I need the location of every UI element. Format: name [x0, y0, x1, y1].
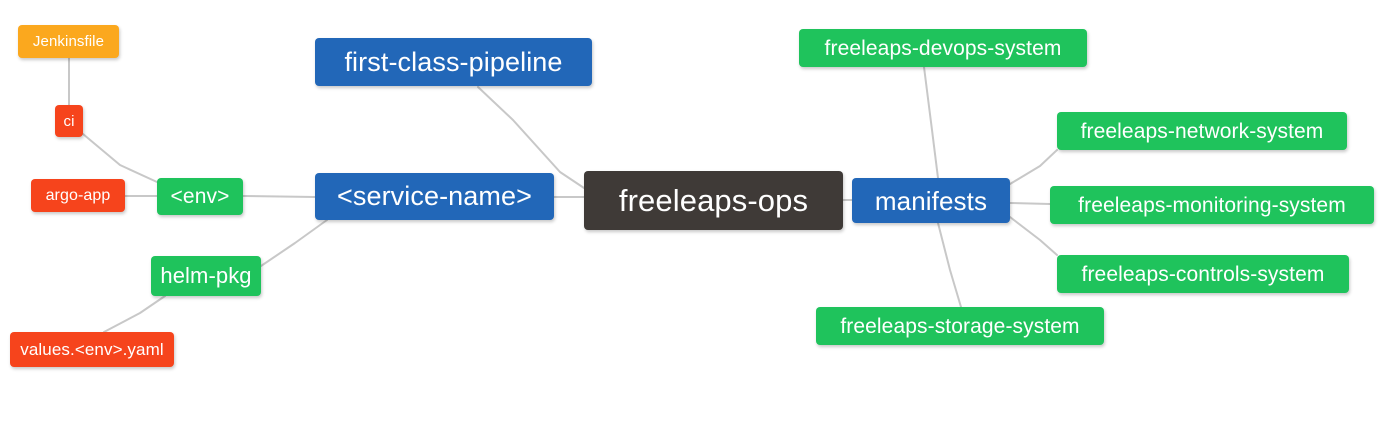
node-values-env-yaml[interactable]: values.<env>.yaml	[10, 332, 174, 367]
node-label: manifests	[874, 185, 988, 216]
node-freeleaps-ops[interactable]: freeleaps-ops	[584, 171, 843, 230]
node-freeleaps-monitoring-system[interactable]: freeleaps-monitoring-system	[1050, 186, 1374, 224]
edge-env-to-ci	[82, 133, 158, 183]
node-helm-pkg[interactable]: helm-pkg	[151, 256, 261, 296]
node-label: first-class-pipeline	[344, 46, 563, 77]
node-label: argo-app	[45, 186, 111, 204]
node-label: values.<env>.yaml	[20, 340, 164, 359]
node-label: helm-pkg	[160, 263, 252, 288]
node-label: freeleaps-ops	[618, 183, 809, 218]
edge-service-name-to-env	[242, 195, 316, 198]
node-service-name[interactable]: <service-name>	[315, 173, 554, 220]
edge-manifests-to-freeleaps-monitoring-system	[1009, 202, 1051, 205]
edge-manifests-to-freeleaps-controls-system	[1009, 216, 1058, 256]
node-argo-app[interactable]: argo-app	[31, 179, 125, 212]
edge-helm-pkg-to-values-env-yaml	[103, 295, 166, 333]
node-env[interactable]: <env>	[157, 178, 243, 215]
node-ci[interactable]: ci	[55, 105, 83, 137]
node-label: freeleaps-monitoring-system	[1078, 193, 1346, 217]
node-first-class-pipeline[interactable]: first-class-pipeline	[315, 38, 592, 86]
edge-manifests-to-freeleaps-network-system	[1009, 149, 1058, 185]
edge-manifests-to-freeleaps-devops-system	[923, 66, 939, 179]
node-freeleaps-storage-system[interactable]: freeleaps-storage-system	[816, 307, 1104, 345]
edge-manifests-to-freeleaps-storage-system	[937, 222, 962, 308]
node-label: ci	[63, 112, 75, 130]
node-label: freeleaps-devops-system	[824, 36, 1062, 60]
node-label: <service-name>	[337, 181, 532, 211]
node-label: Jenkinsfile	[32, 33, 105, 50]
node-label: freeleaps-storage-system	[840, 314, 1080, 338]
node-label: <env>	[170, 185, 230, 208]
node-manifests[interactable]: manifests	[852, 178, 1010, 223]
node-freeleaps-controls-system[interactable]: freeleaps-controls-system	[1057, 255, 1349, 293]
node-jenkinsfile[interactable]: Jenkinsfile	[18, 25, 119, 58]
node-label: freeleaps-controls-system	[1081, 262, 1325, 286]
node-freeleaps-devops-system[interactable]: freeleaps-devops-system	[799, 29, 1087, 67]
node-label: freeleaps-network-system	[1080, 119, 1324, 143]
node-freeleaps-network-system[interactable]: freeleaps-network-system	[1057, 112, 1347, 150]
edge-service-name-to-helm-pkg	[260, 219, 328, 267]
